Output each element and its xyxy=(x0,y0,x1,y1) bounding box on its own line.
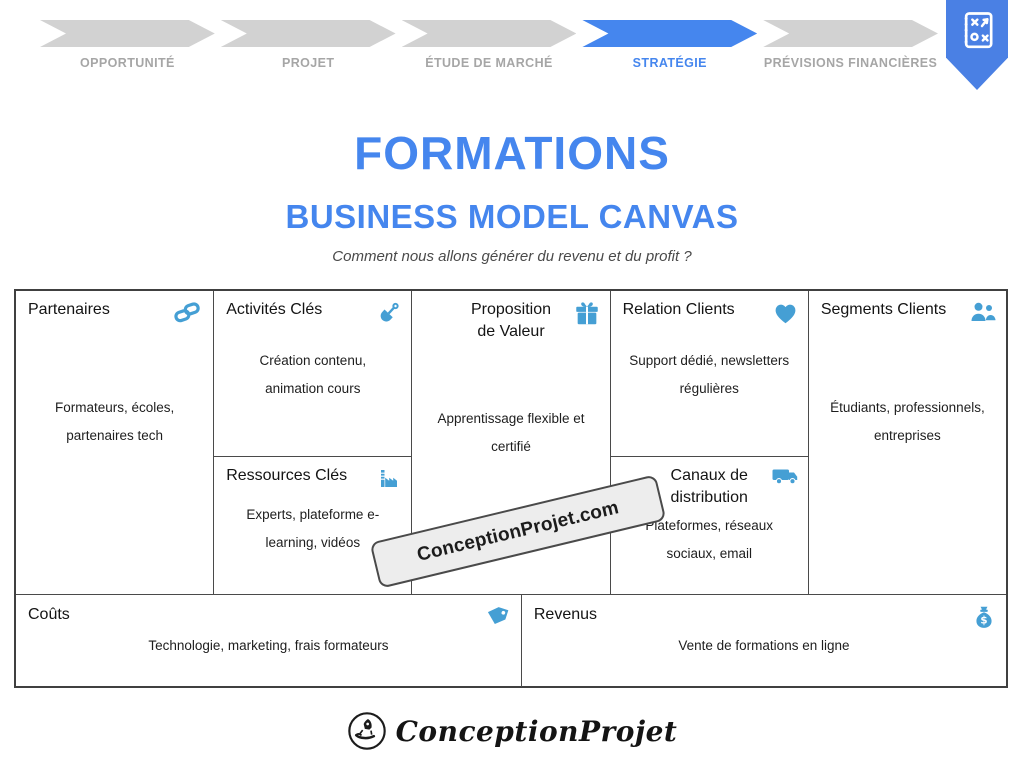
shovel-icon xyxy=(381,302,400,322)
column-relations-channels: Relation Clients Support dédié, newslett… xyxy=(610,291,809,594)
cell-body: Apprentissage flexible et certifié xyxy=(437,410,585,455)
step-etude-de-marche[interactable]: ÉTUDE DE MARCHÉ xyxy=(402,20,577,70)
price-tag-icon xyxy=(487,607,509,625)
svg-text:$: $ xyxy=(980,615,987,627)
cell-couts: Coûts Technologie, marketing, frais form… xyxy=(16,595,522,687)
step-label: PROJET xyxy=(281,56,335,70)
page-subtitle: BUSINESS MODEL CANVAS xyxy=(285,198,739,235)
footer-brand: ConceptionProjet xyxy=(0,711,1024,751)
cell-relation-clients: Relation Clients Support dédié, newslett… xyxy=(610,291,808,457)
cell-body: Création contenu, animation cours xyxy=(259,352,367,397)
bookmark-ribbon xyxy=(946,0,1008,90)
chevron-shape xyxy=(221,20,396,47)
cell-body: Support dédié, newsletters régulières xyxy=(629,352,790,397)
brand-logo-text: ConceptionProjet xyxy=(395,714,678,748)
cell-ressources-cles: Ressources Clés Experts, plateforme e-le… xyxy=(214,457,411,594)
tagline: Comment nous allons générer du revenu et… xyxy=(332,248,692,265)
step-label: ÉTUDE DE MARCHÉ xyxy=(425,56,553,70)
cell-title: Relation Clients xyxy=(622,301,735,318)
step-label: OPPORTUNITÉ xyxy=(80,56,175,70)
cell-title: Revenus xyxy=(533,606,598,623)
cell-body: Vente de formations en ligne xyxy=(678,637,850,653)
factory-icon xyxy=(381,470,398,487)
column-activities-resources: Activités Clés Création contenu, animati… xyxy=(214,291,413,594)
cell-body: Plateformes, réseaux sociaux, email xyxy=(645,517,773,562)
step-strategie[interactable]: STRATÉGIE xyxy=(582,20,757,70)
cell-title: Partenaires xyxy=(28,301,110,318)
step-previsions-financieres[interactable]: PRÉVISIONS FINANCIÈRES xyxy=(763,20,938,70)
canvas-grid: Partenaires Formateurs, écoles, partenai… xyxy=(14,289,1008,688)
delivery-truck-icon xyxy=(772,469,798,485)
header: FORMATIONS BUSINESS MODEL CANVAS Comment… xyxy=(0,126,1024,265)
cell-title: Activités Clés xyxy=(226,301,323,318)
step-label: STRATÉGIE xyxy=(632,56,707,70)
heart-icon xyxy=(775,304,796,324)
canvas-top-row: Partenaires Formateurs, écoles, partenai… xyxy=(16,291,1006,594)
step-opportunite[interactable]: OPPORTUNITÉ xyxy=(40,20,215,70)
hand-rocket-icon xyxy=(347,712,386,750)
step-projet[interactable]: PROJET xyxy=(221,20,396,70)
cell-body: Étudiants, professionnels, entreprises xyxy=(830,399,985,444)
cell-title: Canaux de distribution xyxy=(670,467,748,506)
cell-title: Proposition de Valeur xyxy=(470,301,552,340)
cell-title: Coûts xyxy=(28,606,70,623)
progress-bar: OPPORTUNITÉ PROJET ÉTUDE DE MARCHÉ STRAT… xyxy=(40,20,938,70)
cell-title: Ressources Clés xyxy=(226,467,348,484)
chevron-shape xyxy=(40,20,215,47)
cell-title: Segments Clients xyxy=(820,301,947,318)
cell-partenaires: Partenaires Formateurs, écoles, partenai… xyxy=(16,291,215,594)
chevron-shape xyxy=(402,20,577,47)
cell-body: Experts, plateforme e-learning, vidéos xyxy=(246,506,380,551)
cell-proposition-de-valeur: Proposition de Valeur Apprentissage flex… xyxy=(412,291,611,594)
cell-body: Formateurs, écoles, partenaires tech xyxy=(54,399,175,444)
cell-canaux-distribution: Canaux de distribution Plateformes, rése… xyxy=(611,457,808,594)
cell-body: Technologie, marketing, frais formateurs xyxy=(148,637,389,653)
cell-activites-cles: Activités Clés Création contenu, animati… xyxy=(214,291,412,457)
chevron-shape xyxy=(763,20,938,47)
chevron-shape xyxy=(582,20,757,47)
canvas-bottom-row: Coûts Technologie, marketing, frais form… xyxy=(16,594,1006,687)
gift-icon xyxy=(575,302,598,325)
money-bag-icon: $ xyxy=(976,606,992,628)
page-title: FORMATIONS xyxy=(354,127,670,179)
people-icon xyxy=(971,302,996,321)
strategy-notepad-icon xyxy=(964,12,993,49)
chain-link-icon xyxy=(174,302,200,323)
cell-revenus: Revenus $ Vente de formations en ligne xyxy=(522,595,1006,687)
cell-segments-clients: Segments Clients Étudiants, professionne… xyxy=(809,291,1006,594)
step-label: PRÉVISIONS FINANCIÈRES xyxy=(763,56,938,70)
